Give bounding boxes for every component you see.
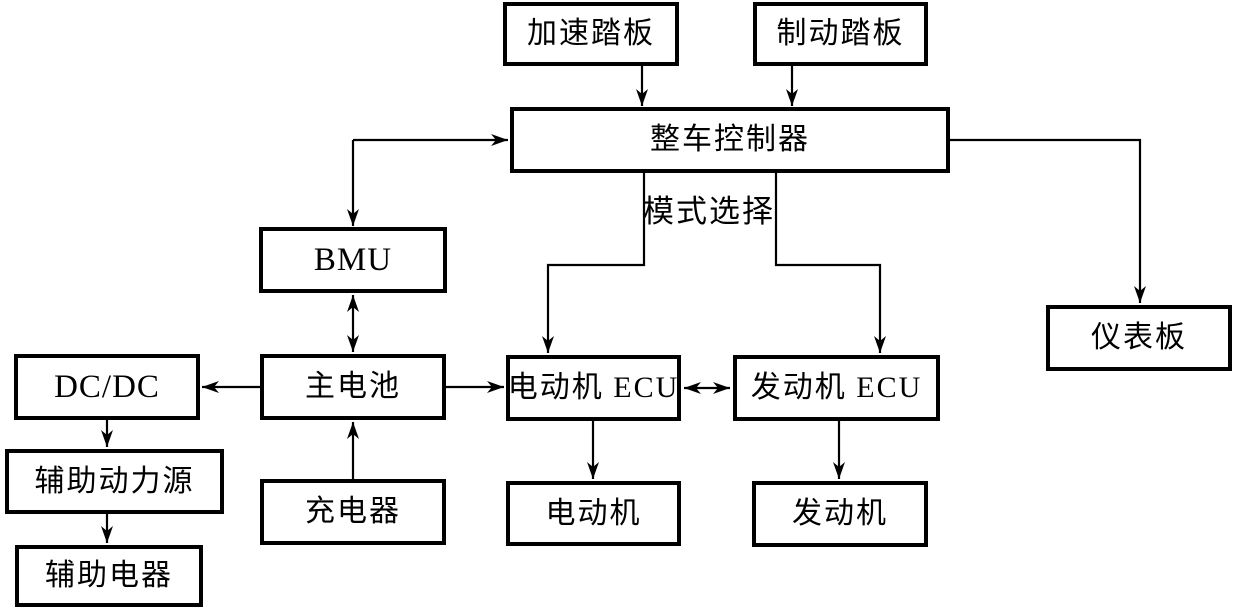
node-motor-ecu-label: 电动机 ECU (507, 371, 680, 404)
node-main-battery: 主电池 (260, 354, 446, 420)
node-accelerator-pedal: 加速踏板 (503, 2, 679, 66)
node-brake-pedal: 制动踏板 (753, 2, 928, 66)
node-vehicle-controller-label: 整车控制器 (650, 123, 810, 156)
node-motor-label: 电动机 (545, 496, 642, 530)
node-engine-ecu-label: 发动机 ECU (750, 371, 923, 404)
node-aux-electrics: 辅助电器 (15, 545, 203, 607)
node-brake-pedal-label: 制动踏板 (776, 17, 905, 50)
node-instrument-panel: 仪表板 (1046, 305, 1232, 371)
edge-controller-to-instrument-panel (950, 138, 1146, 303)
node-bmu-label: BMU (313, 241, 393, 278)
edge-label-mode-selection: 模式选择 (643, 194, 775, 229)
node-dc-dc: DC/DC (14, 354, 200, 420)
node-motor: 电动机 (506, 481, 681, 546)
node-engine-ecu: 发动机 ECU (733, 355, 940, 421)
node-engine-label: 发动机 (792, 497, 888, 530)
node-aux-power-source-label: 辅助动力源 (34, 464, 195, 498)
node-charger: 充电器 (260, 479, 446, 545)
edge-bmu-controller-bidirectional (347, 134, 508, 226)
node-bmu: BMU (259, 227, 447, 293)
node-instrument-panel-label: 仪表板 (1091, 321, 1187, 354)
node-vehicle-controller: 整车控制器 (510, 107, 950, 173)
node-aux-power-source: 辅助动力源 (5, 449, 224, 514)
edge-controller-to-engine-ecu (774, 173, 886, 353)
node-aux-electrics-label: 辅助电器 (45, 559, 173, 592)
node-engine: 发动机 (752, 481, 928, 547)
edge-controller-to-motor-ecu (542, 173, 646, 353)
node-motor-ecu: 电动机 ECU (506, 355, 681, 421)
node-dc-dc-label: DC/DC (54, 368, 160, 405)
node-charger-label: 充电器 (305, 495, 401, 528)
node-main-battery-label: 主电池 (305, 370, 401, 403)
node-accelerator-pedal-label: 加速踏板 (527, 17, 655, 50)
